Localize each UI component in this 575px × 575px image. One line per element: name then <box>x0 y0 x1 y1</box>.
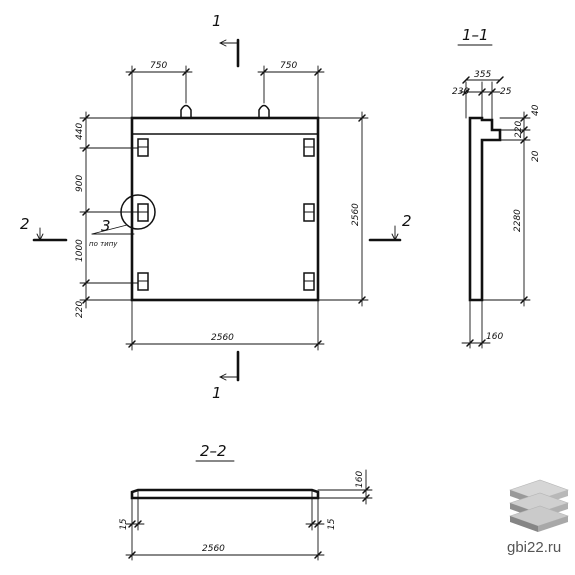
callout-note: по типу <box>89 240 118 248</box>
embedded-part-left-bottom <box>137 272 149 291</box>
section-cut-2-left: 2 <box>20 215 68 242</box>
svg-text:230: 230 <box>452 87 469 97</box>
svg-text:1: 1 <box>212 384 222 402</box>
section-1-1-profile <box>468 116 502 302</box>
svg-text:2: 2 <box>20 215 30 233</box>
section-2-2: 2–2 160 15 15 2560 <box>119 442 373 561</box>
svg-text:160: 160 <box>355 471 365 488</box>
svg-text:15: 15 <box>119 518 129 530</box>
top-dimension-right: 750 <box>257 61 325 119</box>
svg-text:40: 40 <box>531 104 541 116</box>
svg-text:2560: 2560 <box>202 544 225 554</box>
embedded-part-left-middle <box>137 203 149 222</box>
section-cut-1-bottom: 1 <box>212 350 240 402</box>
svg-text:220: 220 <box>75 301 85 318</box>
embedded-part-right-bottom <box>303 272 315 291</box>
watermark-logo: gbi22.ru <box>507 479 569 556</box>
section-cut-2-right: 2 <box>368 212 412 242</box>
watermark-text: gbi22.ru <box>507 539 561 556</box>
svg-text:220: 220 <box>514 121 524 138</box>
main-view: 3 по типу 750 750 <box>20 12 412 402</box>
lifting-loop-right <box>258 104 270 119</box>
right-dimension: 2560 <box>317 111 369 307</box>
embedded-part-left-top <box>137 138 149 157</box>
top-dimension-left: 750 <box>125 61 193 119</box>
bottom-dimension: 2560 <box>125 299 325 351</box>
svg-text:750: 750 <box>280 61 297 71</box>
svg-text:25: 25 <box>500 87 512 97</box>
section-2-2-profile <box>130 488 320 500</box>
svg-text:2560: 2560 <box>211 333 234 343</box>
svg-text:2560: 2560 <box>351 203 361 226</box>
svg-text:355: 355 <box>474 70 491 80</box>
callout-number: 3 <box>101 217 111 235</box>
svg-text:15: 15 <box>327 518 337 530</box>
svg-text:1: 1 <box>212 12 222 30</box>
svg-text:900: 900 <box>75 175 85 192</box>
section-2-2-title: 2–2 <box>200 442 227 460</box>
panel-outline <box>130 116 320 302</box>
section-1-1-title: 1–1 <box>462 26 489 44</box>
svg-text:160: 160 <box>486 332 503 342</box>
embedded-part-right-top <box>303 138 315 157</box>
lifting-loop-left <box>180 104 192 119</box>
left-dimension-chain: 440 900 1000 220 <box>75 111 139 318</box>
callout-leader <box>91 224 128 235</box>
svg-text:2280: 2280 <box>513 209 523 232</box>
svg-text:750: 750 <box>150 61 167 71</box>
embedded-part-right-middle <box>303 203 315 222</box>
svg-text:1000: 1000 <box>75 239 85 262</box>
section-1-1: 1–1 355 230 25 40 220 20 2280 <box>452 26 541 349</box>
section-cut-1-top: 1 <box>212 12 240 68</box>
svg-text:20: 20 <box>531 150 541 162</box>
svg-text:2: 2 <box>402 212 412 230</box>
stacked-slabs-icon <box>509 479 569 532</box>
svg-text:440: 440 <box>75 123 85 140</box>
